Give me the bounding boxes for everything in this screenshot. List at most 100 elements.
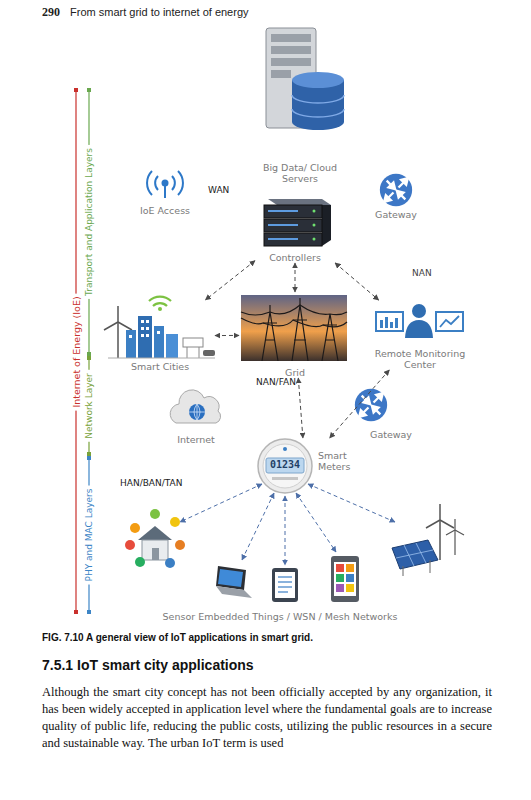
controller-icon-part: [268, 238, 298, 240]
icon-node: Grid: [239, 292, 351, 378]
monitoring-icon-part: [440, 316, 459, 327]
node-label: Smart Meters: [318, 450, 358, 472]
layer-brackets-part: [87, 456, 91, 460]
controller-icon-part: [268, 224, 298, 226]
renewables-icon-part: [392, 540, 438, 569]
house-icon-part: [130, 523, 140, 533]
cloud-icon-part: [189, 404, 205, 420]
tablet-icon-part: [272, 568, 298, 602]
grid-photo-part-part: [241, 305, 347, 315]
grid-photo-part: [241, 298, 347, 361]
server-icon-part: [292, 95, 344, 117]
phone-icon-part: [336, 574, 344, 582]
house-icon-part: [150, 509, 160, 519]
node-label: Grid: [239, 367, 351, 378]
renewables-icon-part: [403, 566, 404, 576]
tablet-icon-part-part: [278, 581, 292, 582]
text-label: Sensor Embedded Things / WSN / Mesh Netw…: [90, 611, 470, 622]
text-label: 01234: [268, 459, 302, 470]
grid-photo-part-part: [241, 318, 347, 327]
phone-icon-part: [334, 562, 356, 596]
grid-photo-part: [241, 295, 347, 361]
phone-icon-part: [346, 584, 354, 592]
monitoring-icon-part: [395, 318, 398, 328]
city-icon-part: [104, 306, 132, 330]
node-label: Big Data/ Cloud Servers: [255, 162, 345, 184]
icon-node: Smart Cities: [105, 300, 215, 372]
layer-brackets-part: [87, 610, 91, 614]
tablet-icon: [272, 568, 298, 602]
icon-node: Gateway: [352, 388, 430, 440]
layer-brackets-part: [87, 88, 91, 92]
device-links-part: [242, 493, 274, 560]
text-label: WAN: [208, 185, 229, 195]
controller-icon-part: [268, 210, 298, 212]
laptop-icon-part: [216, 586, 252, 598]
monitoring-icon-part: [376, 312, 403, 331]
house-icon-part: [135, 557, 145, 567]
phone-icon-part: [331, 556, 359, 602]
house-icon-part: [152, 548, 159, 560]
city-icon-part-part: [157, 331, 160, 334]
renewables-icon-part: [430, 560, 431, 573]
city-icon-part-part: [146, 320, 149, 323]
gateway-icon-part: [355, 389, 387, 421]
device-links-part: [180, 484, 262, 522]
city-icon-part: [183, 338, 203, 347]
cloud-icon-part: [170, 390, 220, 423]
city-icon-part: [117, 322, 119, 358]
city-icon-part: [199, 347, 200, 358]
phone-icon-part: [336, 584, 344, 592]
phone-icon-part: [336, 564, 344, 572]
meter-icon: [258, 439, 312, 493]
meter-icon-part: [263, 444, 307, 488]
layer-label: Internet of Energy (IoE): [71, 293, 82, 410]
text-label: NAN/FAN: [256, 377, 296, 387]
controller-icon-part: [264, 233, 322, 246]
dashed-connector: [205, 261, 255, 300]
laptop-icon-part: [218, 569, 243, 587]
monitoring-icon: [376, 304, 463, 338]
controller-icon-part: [264, 219, 322, 232]
server-icon: [266, 28, 344, 130]
cloud-icon-part: [189, 404, 205, 420]
city-icon-part: [158, 307, 162, 311]
monitoring-icon-part: [385, 317, 388, 328]
monitoring-icon-part: [380, 320, 383, 328]
controller-icon-part: [264, 205, 322, 218]
city-icon-part-part: [146, 327, 149, 330]
city-icon-part-part: [129, 335, 132, 338]
dashed-connector: [335, 263, 379, 300]
controller-icon-part: [313, 210, 316, 213]
text-label: NAN: [412, 268, 432, 278]
city-icon-part-part: [141, 334, 144, 337]
server-icon-part: [271, 58, 311, 66]
grid-photo-part-part: [322, 314, 338, 361]
city-icon-part: [187, 347, 188, 358]
house-icon: [125, 509, 185, 568]
grid-photo-part-part: [292, 298, 308, 361]
dashed-connector: [330, 370, 390, 438]
city-icon: [104, 297, 215, 358]
layer-brackets-part: [74, 88, 78, 92]
layer-brackets-part: [87, 452, 91, 456]
grid-photo: [241, 295, 347, 361]
layer-label: PHY and MAC Layers: [84, 485, 95, 584]
server-icon-part: [271, 46, 311, 54]
node-label: Gateway: [360, 209, 432, 220]
city-icon-part: [154, 326, 164, 358]
monitoring-icon-part: [436, 312, 463, 331]
text-label: From smart grid to internet of energy: [70, 6, 249, 18]
controller-icon-part: [313, 238, 316, 241]
device-links-part: [285, 496, 286, 565]
server-icon-part: [271, 70, 291, 78]
controller-icon-part: [322, 205, 331, 246]
meter-icon-part: [258, 439, 312, 493]
dashed-connector: [215, 335, 239, 336]
antenna-icon: [147, 171, 183, 198]
icon-node: Gateway: [360, 172, 432, 220]
city-icon-part-part: [146, 334, 149, 337]
tablet-icon-part-part: [278, 591, 288, 592]
tablet-icon-part: [275, 572, 295, 598]
